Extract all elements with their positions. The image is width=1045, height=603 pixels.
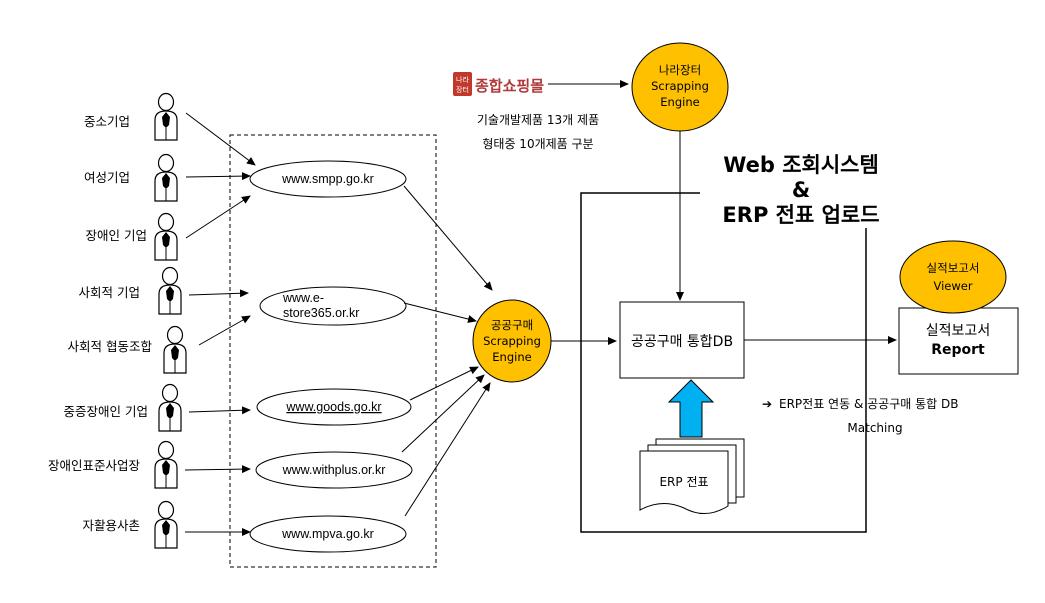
web-system-title: Web 조회시스템 & ERP 전표 업로드 bbox=[700, 148, 886, 228]
logo-text: 종합쇼핑몰 bbox=[475, 77, 544, 95]
actor-sme: 중소기업 bbox=[84, 92, 178, 141]
nara-scrapping-engine: 나라장터 Scrapping Engine bbox=[631, 42, 729, 132]
title-line3: ERP 전표 업로드 bbox=[722, 203, 879, 227]
person-icon bbox=[154, 500, 178, 549]
person-icon bbox=[158, 266, 182, 315]
actor-disabled-standard: 장애인표준사업장 bbox=[48, 440, 178, 489]
logo-note-line1: 기술개발제품 13개 제품 bbox=[477, 113, 599, 127]
nara-shopping-logo: 나라 장터 종합쇼핑몰 bbox=[453, 72, 544, 96]
matching-note: ➔ ERP전표 연동 & 공공구매 통합 DB Matching bbox=[762, 397, 958, 435]
erp-doc-label: ERP 전표 bbox=[659, 475, 708, 489]
actor-severe-disabled: 중증장애인 기업 bbox=[64, 383, 182, 432]
viewer-label-line1: 실적보고서 bbox=[927, 261, 980, 275]
person-icon bbox=[163, 325, 187, 374]
website-withplus[interactable]: www.withplus.or.kr bbox=[255, 451, 413, 489]
integrated-db-label: 공공구매 통합DB bbox=[631, 334, 733, 350]
actor-label: 장애인 기업 bbox=[86, 228, 147, 243]
note-line2: Matching bbox=[847, 421, 902, 435]
website-label-line2: store365.or.kr bbox=[283, 306, 359, 320]
engine-label-line1: 공공구매 bbox=[491, 318, 533, 332]
person-icon bbox=[158, 383, 182, 432]
engine-label-line2: Scrapping bbox=[483, 334, 541, 348]
integrated-db[interactable]: 공공구매 통합DB bbox=[619, 301, 745, 379]
engine-label-line3: Engine bbox=[492, 350, 531, 364]
actor-rehab: 자활용사촌 bbox=[82, 500, 178, 549]
person-icon bbox=[154, 212, 178, 261]
actor-social: 사회적 기업 bbox=[79, 266, 182, 315]
actor-women: 여성기업 bbox=[84, 153, 178, 202]
arrow bbox=[198, 315, 251, 346]
arrow bbox=[403, 185, 493, 291]
website-mpva[interactable]: www.mpva.go.kr bbox=[249, 515, 407, 553]
arrow bbox=[188, 289, 249, 298]
website-group-frame bbox=[229, 134, 437, 568]
website-label: www.mpva.go.kr bbox=[281, 527, 374, 541]
website-label: www.goods.go.kr bbox=[285, 400, 381, 414]
website-label-line1: www.e- bbox=[282, 291, 324, 305]
arrow bbox=[404, 382, 491, 517]
title-line1: Web 조회시스템 bbox=[723, 153, 879, 177]
person-icon bbox=[154, 92, 178, 141]
actor-label: 여성기업 bbox=[84, 170, 130, 185]
website-goods[interactable]: www.goods.go.kr bbox=[256, 388, 412, 426]
arrow bbox=[188, 406, 251, 415]
nara-badge-text-top: 나라 bbox=[456, 75, 469, 84]
person-icon bbox=[154, 153, 178, 202]
engine-label-line3: Engine bbox=[660, 95, 699, 109]
actor-label: 사회적 협동조합 bbox=[68, 339, 153, 354]
nara-badge-text-bottom: 장터 bbox=[456, 85, 469, 94]
actor-label: 장애인표준사업장 bbox=[48, 458, 141, 473]
arrow bbox=[185, 172, 251, 181]
arrow bbox=[185, 112, 256, 166]
engine-label-line1: 나라장터 bbox=[659, 63, 701, 77]
website-label: www.smpp.go.kr bbox=[281, 172, 374, 186]
nara-badge bbox=[453, 72, 472, 96]
arrow bbox=[403, 302, 477, 323]
report-viewer-engine: 실적보고서 Viewer bbox=[899, 240, 1007, 314]
website-arrows bbox=[401, 185, 493, 517]
arrow bbox=[184, 465, 251, 474]
website-label: www.withplus.or.kr bbox=[282, 463, 386, 477]
arrow-bullet-icon: ➔ bbox=[762, 397, 772, 411]
website-smpp[interactable]: www.smpp.go.kr bbox=[249, 160, 407, 198]
logo-note-line2: 형태중 10개제품 구분 bbox=[482, 137, 593, 151]
arrow bbox=[401, 374, 485, 453]
report-label-line1: 실적보고서 bbox=[926, 323, 990, 339]
report-box[interactable]: 실적보고서 Report bbox=[898, 307, 1019, 375]
actor-label: 사회적 기업 bbox=[79, 285, 140, 300]
person-icon bbox=[154, 440, 178, 489]
title-line2: & bbox=[792, 178, 810, 202]
actor-social-coop: 사회적 협동조합 bbox=[68, 325, 187, 374]
note-line1: ERP전표 연동 & 공공구매 통합 DB bbox=[779, 397, 958, 411]
actor-disabled: 장애인 기업 bbox=[86, 212, 178, 261]
upload-arrow-icon bbox=[667, 379, 715, 438]
actor-label: 중증장애인 기업 bbox=[64, 404, 148, 419]
actor-arrows bbox=[184, 112, 256, 536]
actor-label: 중소기업 bbox=[84, 114, 130, 129]
engine-label-line2: Scrapping bbox=[651, 79, 709, 93]
arrow bbox=[409, 366, 479, 401]
arrow bbox=[185, 195, 251, 239]
report-label-line2: Report bbox=[931, 342, 985, 358]
erp-document-stack: ERP 전표 bbox=[639, 438, 745, 514]
viewer-label-line2: Viewer bbox=[933, 279, 972, 293]
website-estore[interactable]: www.e- store365.or.kr bbox=[259, 286, 407, 326]
actor-label: 자활용사촌 bbox=[82, 518, 140, 533]
public-scrapping-engine: 공공구매 Scrapping Engine bbox=[472, 299, 552, 383]
